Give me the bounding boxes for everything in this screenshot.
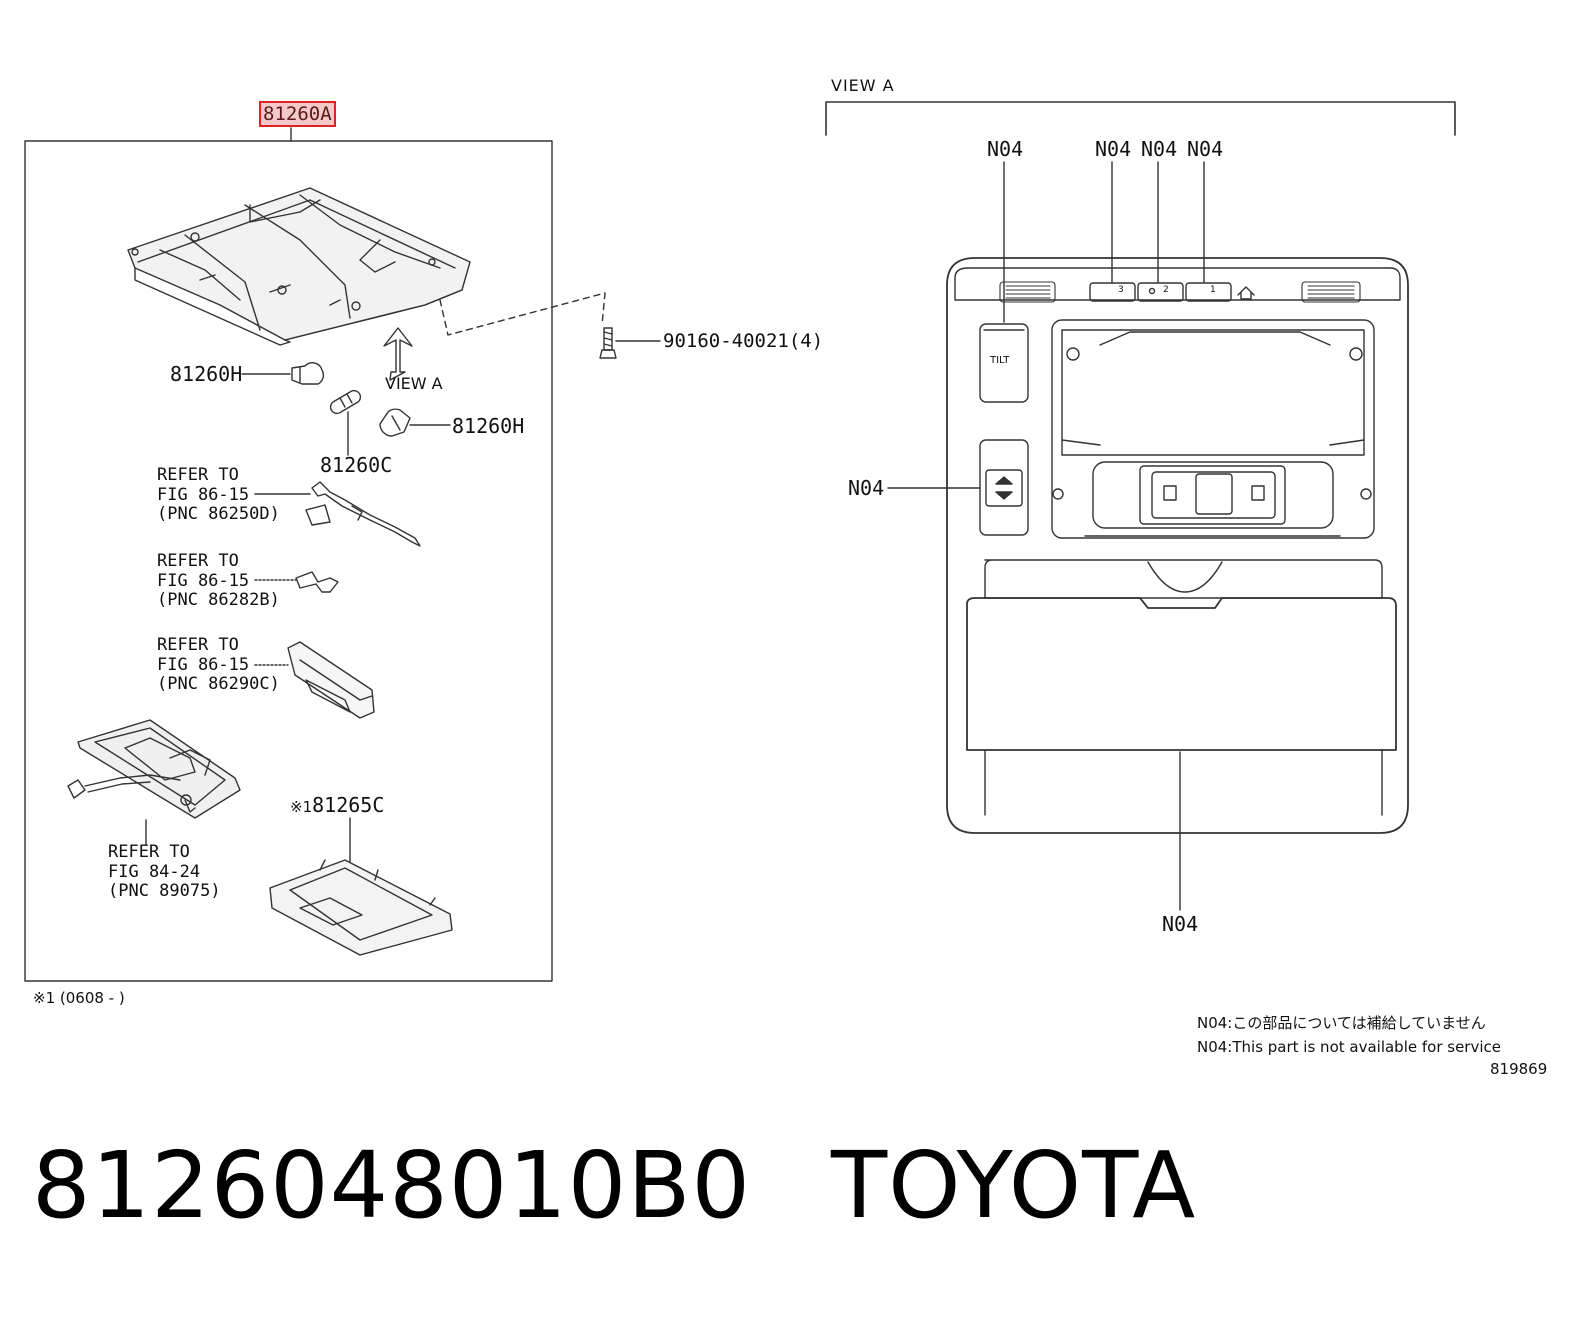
ref-line: (PNC 89075)	[108, 881, 221, 901]
homelink-button-3	[1089, 282, 1136, 302]
homelink-button-2	[1137, 282, 1184, 302]
n04-label-slide[interactable]: N04	[848, 476, 885, 500]
n04-label-button-1[interactable]: N04	[1187, 137, 1224, 161]
ref-line: (PNC 86282B)	[157, 590, 280, 610]
overhead-console	[946, 257, 1409, 834]
n04-label-tilt[interactable]: N04	[987, 137, 1024, 161]
cover-note: ※1	[290, 798, 313, 816]
bulb-icon	[291, 362, 325, 385]
ref-89075[interactable]: REFER TO FIG 84-24 (PNC 89075)	[108, 842, 221, 902]
bracket-icon	[254, 571, 339, 593]
part-number: 8126048010B0	[32, 1132, 751, 1239]
ref-line: REFER TO	[157, 635, 239, 655]
brand-name: TOYOTA	[830, 1132, 1197, 1239]
assembly-frame	[24, 140, 553, 982]
note-japanese: N04:この部品については補給していません	[1197, 1014, 1486, 1032]
ref-line: (PNC 86290C)	[157, 674, 280, 694]
ref-line: FIG 84-24	[108, 861, 201, 882]
part-number-highlight[interactable]: 81260A	[259, 101, 336, 127]
bulb-icon	[379, 408, 411, 437]
map-lamp-body	[127, 187, 471, 346]
ref-86250d[interactable]: REFER TO FIG 86-15 (PNC 86250D)	[157, 465, 280, 525]
ref-line: REFER TO	[157, 551, 239, 571]
lamp-housing-icon	[67, 719, 241, 819]
footnote: ※1 (0608 - )	[33, 989, 125, 1007]
ref-line: (PNC 86250D)	[157, 504, 280, 524]
n04-label-holder[interactable]: N04	[1162, 912, 1199, 936]
homelink-button-1	[1185, 282, 1232, 302]
view-a-arrow-label: VIEW A	[385, 374, 443, 393]
ref-line: REFER TO	[157, 465, 239, 485]
screw-part-label[interactable]: 90160-40021(4)	[663, 330, 824, 352]
festoon-bulb-icon	[329, 389, 362, 415]
clip-icon	[254, 641, 375, 719]
figure-number: 819869	[1490, 1060, 1548, 1078]
cover-part-number: 81265C	[312, 793, 385, 817]
screw-icon	[599, 327, 617, 359]
view-a-arrow	[383, 327, 413, 381]
button-1-label: 1	[1210, 285, 1216, 295]
n04-label-button-2[interactable]: N04	[1141, 137, 1178, 161]
tilt-label: TILT	[990, 355, 1010, 366]
n04-label-button-3[interactable]: N04	[1095, 137, 1132, 161]
slide-button	[979, 439, 1029, 536]
cover-part-label[interactable]: ※181265C	[290, 795, 384, 817]
ref-86282b[interactable]: REFER TO FIG 86-15 (PNC 86282B)	[157, 551, 280, 611]
ref-line: FIG 86-15	[157, 570, 250, 591]
bulb-h-label-right[interactable]: 81260H	[452, 414, 525, 438]
tilt-button	[979, 323, 1029, 403]
button-3-label: 3	[1118, 285, 1124, 295]
ref-86290c[interactable]: REFER TO FIG 86-15 (PNC 86290C)	[157, 635, 280, 695]
bulb-h-label-left[interactable]: 81260H	[170, 362, 243, 386]
ref-line: FIG 86-15	[157, 654, 250, 675]
note-english: N04:This part is not available for servi…	[1197, 1038, 1501, 1056]
ref-line: REFER TO	[108, 842, 190, 862]
view-a-title: VIEW A	[831, 76, 895, 95]
button-2-label: 2	[1163, 285, 1169, 295]
wire-harness-icon	[254, 481, 421, 547]
lamp-cover-icon	[269, 859, 453, 956]
bulb-c-label[interactable]: 81260C	[320, 453, 393, 477]
home-icon	[1237, 286, 1255, 300]
ref-line: FIG 86-15	[157, 484, 250, 505]
